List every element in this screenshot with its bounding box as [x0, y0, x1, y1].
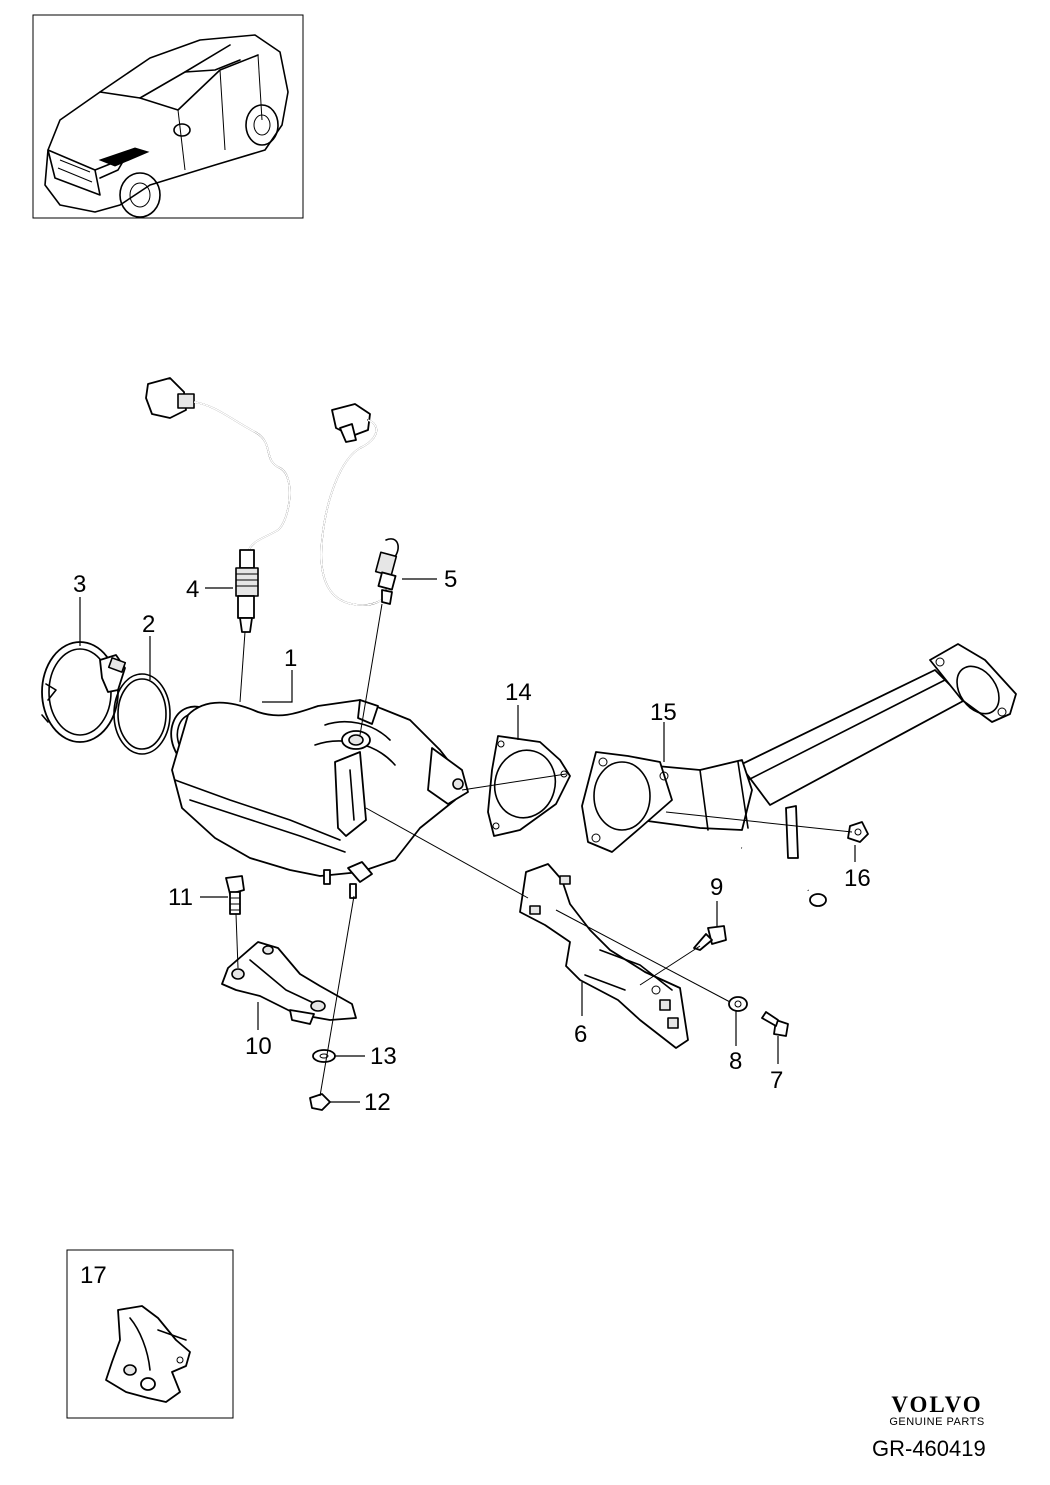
- converter-bracket: [221, 941, 357, 1025]
- callout-5: 5: [444, 566, 457, 593]
- washer: [728, 996, 748, 1012]
- callout-3: 3: [73, 571, 86, 598]
- callout-14: 14: [505, 679, 532, 706]
- callout-4: 4: [186, 576, 199, 603]
- volvo-logo: VOLVO GENUINE PARTS: [862, 1392, 1012, 1428]
- callout-9: 9: [710, 874, 723, 901]
- flange-nut: [847, 821, 869, 843]
- rear-oxygen-sensor: [320, 403, 399, 606]
- inset-box-part-17: 17: [66, 1249, 234, 1419]
- leader-lines: [79, 578, 856, 1103]
- bracket-bolt-lower: [761, 1011, 789, 1037]
- heat-shield-clip: [105, 1305, 191, 1403]
- brand-subtitle: GENUINE PARTS: [889, 1416, 985, 1428]
- callout-13: 13: [370, 1043, 397, 1070]
- flange-gasket: [487, 735, 571, 837]
- inset-label: 17: [80, 1262, 107, 1289]
- bracket-bolt-upper: [693, 925, 727, 951]
- stud-nut: [309, 1093, 331, 1111]
- callout-15: 15: [650, 699, 677, 726]
- front-exhaust-pipe: [581, 643, 1017, 907]
- stud-washer: [312, 1049, 336, 1063]
- callout-1: 1: [284, 645, 297, 672]
- gasket-ring: [113, 673, 171, 755]
- callout-10: 10: [245, 1033, 272, 1060]
- callout-labels: 1 2 3 4 5 6 7 8 9 10 11 12 13 14 15 16: [73, 566, 871, 1116]
- support-bracket: [519, 863, 689, 1049]
- callout-12: 12: [364, 1089, 391, 1116]
- callout-7: 7: [770, 1067, 783, 1094]
- front-oxygen-sensor: [145, 377, 291, 633]
- callout-6: 6: [574, 1021, 587, 1048]
- catalytic-converter: [170, 699, 469, 899]
- vehicle-locator-thumbnail: [32, 14, 304, 219]
- callout-11: 11: [168, 884, 193, 911]
- brand-name: VOLVO: [891, 1392, 983, 1417]
- v-band-clamp: [41, 641, 127, 743]
- callout-8: 8: [729, 1048, 742, 1075]
- callout-2: 2: [142, 611, 155, 638]
- callout-16: 16: [844, 865, 871, 892]
- mounting-bolt: [225, 875, 245, 915]
- diagram-reference: GR-460419: [872, 1436, 986, 1461]
